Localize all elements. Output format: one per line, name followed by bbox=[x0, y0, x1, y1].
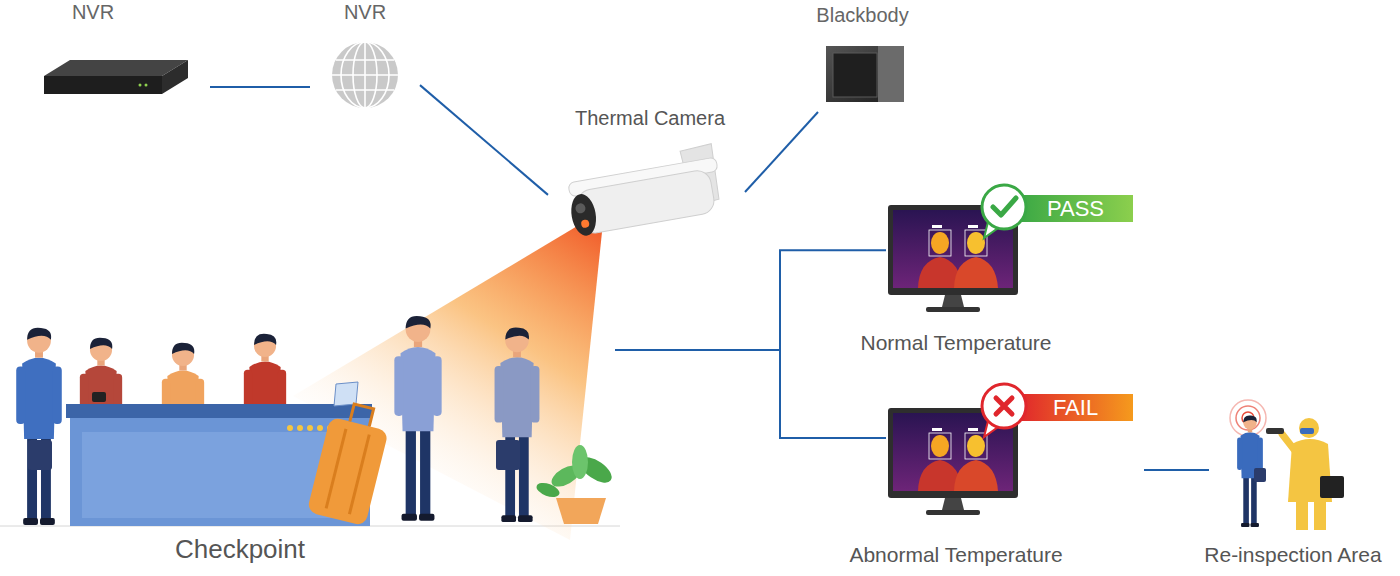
checkpoint-scene-part bbox=[317, 425, 323, 431]
node-label: Blackbody bbox=[800, 3, 925, 27]
diagram-node: Re-inspection Area bbox=[1215, 398, 1355, 533]
pass-badge-part bbox=[982, 185, 1026, 229]
thermal-camera bbox=[563, 143, 725, 237]
blackbody-device bbox=[826, 46, 904, 102]
diagram-node: NVR bbox=[318, 0, 412, 112]
checkpoint-scene-part bbox=[495, 328, 540, 523]
diagram-node: Checkpoint bbox=[0, 300, 612, 572]
pass-badge bbox=[982, 185, 1133, 238]
checkpoint-scene-part-part bbox=[326, 429, 346, 509]
diagram-node: Abnormal Temperature bbox=[886, 382, 1140, 572]
status-label: PASS bbox=[1018, 195, 1133, 222]
connector-line bbox=[420, 85, 548, 195]
thermal-camera-part bbox=[568, 192, 599, 238]
checkpoint-scene-part bbox=[572, 445, 588, 479]
thermal-camera-part bbox=[575, 203, 587, 215]
checkpoint-scene-part bbox=[556, 498, 606, 524]
blackbody-device-part bbox=[826, 46, 904, 102]
checkpoint-scene-part-part bbox=[349, 435, 369, 515]
fail-badge-part bbox=[1018, 394, 1133, 421]
node-label: NVR bbox=[318, 0, 412, 24]
fail-badge-part bbox=[996, 398, 1012, 414]
fail-badge bbox=[982, 384, 1133, 437]
diagram-node: Thermal Camera bbox=[552, 104, 748, 246]
reinspection-scene-part bbox=[1320, 476, 1344, 498]
network-globe-part bbox=[336, 59, 394, 61]
checkpoint-scene-part-part bbox=[307, 417, 389, 527]
blackbody-device-part bbox=[833, 53, 877, 97]
reinspection-scene bbox=[1230, 400, 1344, 530]
nvr-device bbox=[44, 60, 188, 94]
reinspection-scene-part bbox=[1266, 428, 1284, 434]
connector-line bbox=[615, 250, 886, 350]
pass-badge-part bbox=[1018, 195, 1133, 222]
checkpoint-scene-part bbox=[535, 480, 562, 499]
connector-line bbox=[615, 350, 886, 438]
checkpoint-scene bbox=[16, 316, 616, 526]
reinspection-scene-part bbox=[1300, 428, 1314, 434]
pass-badge-part bbox=[993, 198, 1016, 215]
checkpoint-scene-part bbox=[28, 440, 52, 470]
blackbody-device-part bbox=[878, 46, 904, 102]
diagram-node: Blackbody bbox=[800, 0, 925, 108]
nvr-device-part bbox=[162, 60, 188, 94]
nvr-device-part bbox=[145, 84, 148, 87]
connector-line bbox=[210, 86, 310, 88]
node-label: Normal Temperature bbox=[838, 330, 1074, 355]
checkpoint-scene-part-part bbox=[350, 404, 374, 426]
checkpoint-scene-part bbox=[92, 392, 106, 402]
camera-beam-part bbox=[293, 222, 602, 540]
checkpoint-scene-part bbox=[394, 316, 441, 521]
connector-line bbox=[1144, 469, 1209, 471]
reinspection-scene-part bbox=[1254, 468, 1266, 482]
checkpoint-scene-part bbox=[496, 440, 520, 470]
reinspection-scene-part bbox=[1299, 418, 1319, 438]
checkpoint-scene-part bbox=[334, 382, 358, 406]
node-label: Abnormal Temperature bbox=[838, 542, 1074, 567]
status-label: FAIL bbox=[1018, 394, 1133, 421]
checkpoint-scene-part bbox=[66, 404, 372, 418]
network-globe bbox=[332, 42, 398, 108]
fail-badge-part bbox=[982, 384, 1026, 428]
camera-beam bbox=[293, 222, 602, 540]
node-label: Checkpoint bbox=[60, 534, 420, 565]
thermal-camera-part bbox=[576, 168, 717, 235]
node-label: Re-inspection Area bbox=[1191, 542, 1395, 567]
nvr-device-part bbox=[44, 76, 162, 94]
diagram-node: NVR bbox=[38, 0, 193, 112]
nvr-device-part bbox=[139, 84, 142, 87]
checkpoint-scene-part bbox=[287, 425, 293, 431]
node-label: NVR bbox=[38, 0, 148, 24]
network-globe-part bbox=[336, 89, 394, 91]
checkpoint-scene-part bbox=[16, 328, 62, 525]
thermal-camera-part bbox=[581, 219, 590, 228]
checkpoint-scene-part bbox=[307, 399, 393, 526]
checkpoint-scene-part bbox=[307, 425, 313, 431]
reinspection-scene-part bbox=[1282, 434, 1296, 452]
network-globe-part bbox=[332, 42, 398, 108]
checkpoint-scene-part bbox=[297, 425, 303, 431]
node-label: Thermal Camera bbox=[552, 106, 748, 130]
network-globe-part bbox=[332, 74, 398, 76]
connector-line bbox=[745, 112, 818, 192]
